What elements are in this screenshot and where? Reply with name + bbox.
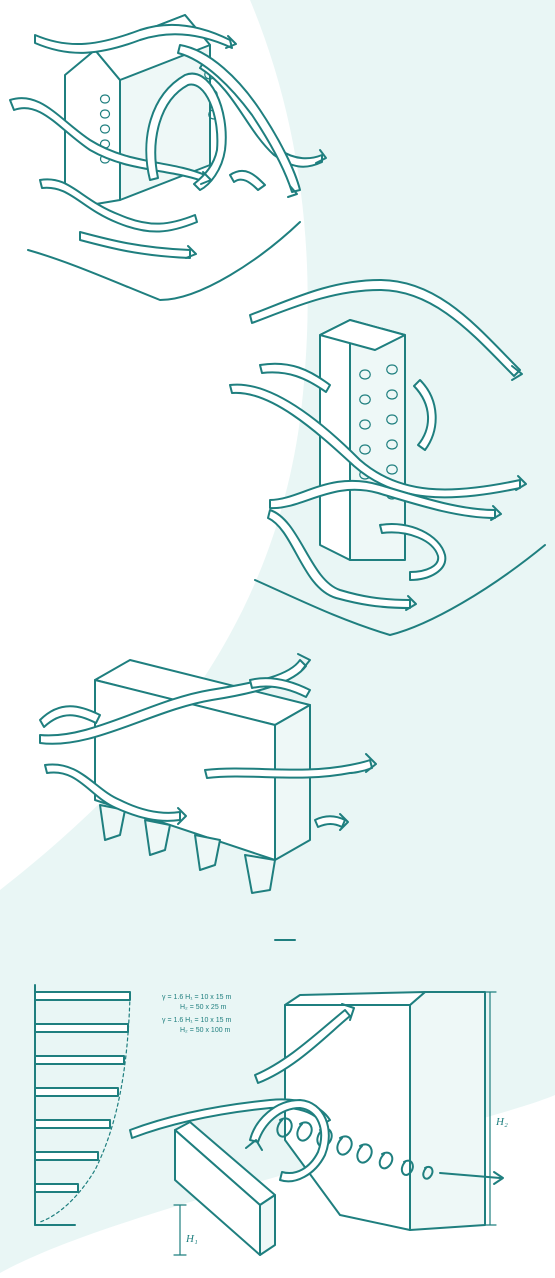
low-dimension-label: H₁ [185,1233,198,1245]
tall-building-roof [285,992,425,1005]
annotation-line-1: γ = 1.6 H₁ = 10 x 15 m [162,994,231,1001]
wind-ribbon-ground [80,232,190,258]
profile-arrow [35,1120,110,1128]
tall-dimension-label: H₂ [495,1116,508,1128]
tall-building-front [285,1005,410,1230]
tall-building-side [410,992,485,1230]
profile-arrow [35,1024,128,1032]
low-dimension-line [174,1205,186,1255]
annotation-line-4: H₂ = 50 x 100 m [180,1027,231,1034]
slab-side [275,705,310,860]
annotation-line-2: H₂ = 50 x 25 m [180,1004,227,1011]
profile-arrow [35,992,130,1000]
profile-arrow [35,1088,118,1096]
annotation-line-3: γ = 1.6 H₁ = 10 x 15 m [162,1017,231,1024]
profile-arrow [35,1152,98,1160]
profile-arrow [35,1056,124,1064]
low-building-side [260,1195,275,1255]
profile-arrow [35,1184,78,1192]
ground-line [28,222,300,300]
wind-ribbon-left [40,706,100,727]
wake-ribbon [230,171,265,190]
